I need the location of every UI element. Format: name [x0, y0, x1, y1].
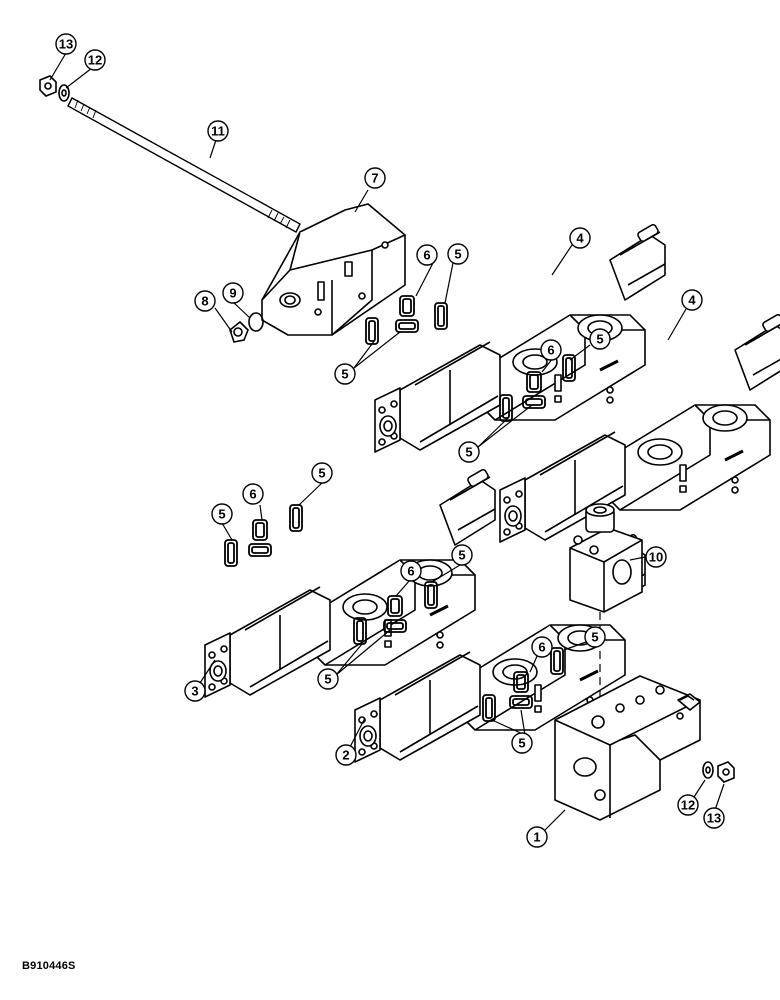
callout-9	[222, 282, 244, 304]
callout-label-11: 11	[211, 124, 225, 139]
callout-7	[364, 167, 386, 189]
callout-label-5-d: 5	[465, 445, 472, 460]
callout-label-6-c: 6	[249, 487, 256, 502]
callout-label-5-c: 5	[596, 332, 603, 347]
figure-code: B910446S	[22, 960, 76, 972]
callout-label-6-b: 6	[547, 343, 554, 358]
callout-label-5-j: 5	[518, 736, 525, 751]
callout-5-a	[447, 243, 469, 265]
callout-5-c	[589, 328, 611, 350]
callout-label-5-e: 5	[318, 466, 325, 481]
port-plug	[229, 320, 249, 343]
callout-label-2: 2	[342, 748, 349, 763]
washer	[58, 84, 70, 102]
o-ring	[248, 312, 264, 332]
callout-6-d	[400, 560, 422, 582]
callout-8	[194, 290, 216, 312]
end-cover	[261, 203, 406, 336]
callout-1	[526, 826, 548, 848]
callout-label-12-top: 12	[88, 53, 102, 68]
callout-label-6-a: 6	[423, 248, 430, 263]
callout-6-a	[416, 244, 438, 266]
relief-valve	[569, 503, 643, 613]
callout-label-1: 1	[533, 830, 540, 845]
callout-4-a	[569, 227, 591, 249]
callout-label-12-bottom: 12	[681, 798, 695, 813]
inlet-washer	[702, 761, 714, 779]
callout-label-5-i: 5	[591, 630, 598, 645]
tie-rod	[67, 97, 301, 233]
callout-6-c	[242, 483, 264, 505]
callout-5-g	[451, 544, 473, 566]
callout-5-h	[317, 668, 339, 690]
callout-4-b	[681, 289, 703, 311]
callout-label-7: 7	[371, 171, 378, 186]
callouts	[55, 33, 725, 848]
callout-3	[184, 680, 206, 702]
callout-label-6-e: 6	[538, 640, 545, 655]
callout-13-bottom	[703, 807, 725, 829]
callout-label-4-b: 4	[688, 293, 696, 308]
callout-labels: 13 12 11 7 8 9 6 5 5 4 4 6 5 5 5 6 5 10 …	[59, 37, 721, 845]
callout-6-b	[540, 339, 562, 361]
callout-label-5-b: 5	[341, 367, 348, 382]
callout-label-3: 3	[191, 684, 198, 699]
callout-label-6-d: 6	[407, 564, 414, 579]
callout-5-d	[458, 441, 480, 463]
callout-label-9: 9	[229, 286, 236, 301]
seal-set-section-3	[224, 504, 303, 567]
callout-label-5-a: 5	[454, 247, 461, 262]
hex-nut	[39, 75, 57, 97]
callout-5-j	[511, 732, 533, 754]
callout-5-f	[211, 503, 233, 525]
callout-5-e	[311, 462, 333, 484]
callout-5-i	[584, 626, 606, 648]
callout-11	[207, 120, 229, 142]
callout-label-5-g: 5	[458, 548, 465, 563]
callout-label-4-a: 4	[576, 231, 584, 246]
callout-6-e	[531, 636, 553, 658]
callout-12-bottom	[677, 794, 699, 816]
inlet-nut	[717, 761, 735, 783]
callout-13-top	[55, 33, 77, 55]
inlet-section	[554, 675, 701, 821]
callout-label-13-bottom: 13	[707, 811, 721, 826]
callout-10	[645, 546, 667, 568]
callout-5-b	[334, 363, 356, 385]
callout-2	[335, 744, 357, 766]
callout-label-5-f: 5	[218, 507, 225, 522]
callout-12-top	[84, 49, 106, 71]
callout-label-13-top: 13	[59, 37, 73, 52]
callout-label-5-h: 5	[324, 672, 331, 687]
callout-label-10: 10	[649, 550, 663, 565]
leader-lines	[49, 52, 725, 831]
callout-label-8: 8	[201, 294, 208, 309]
